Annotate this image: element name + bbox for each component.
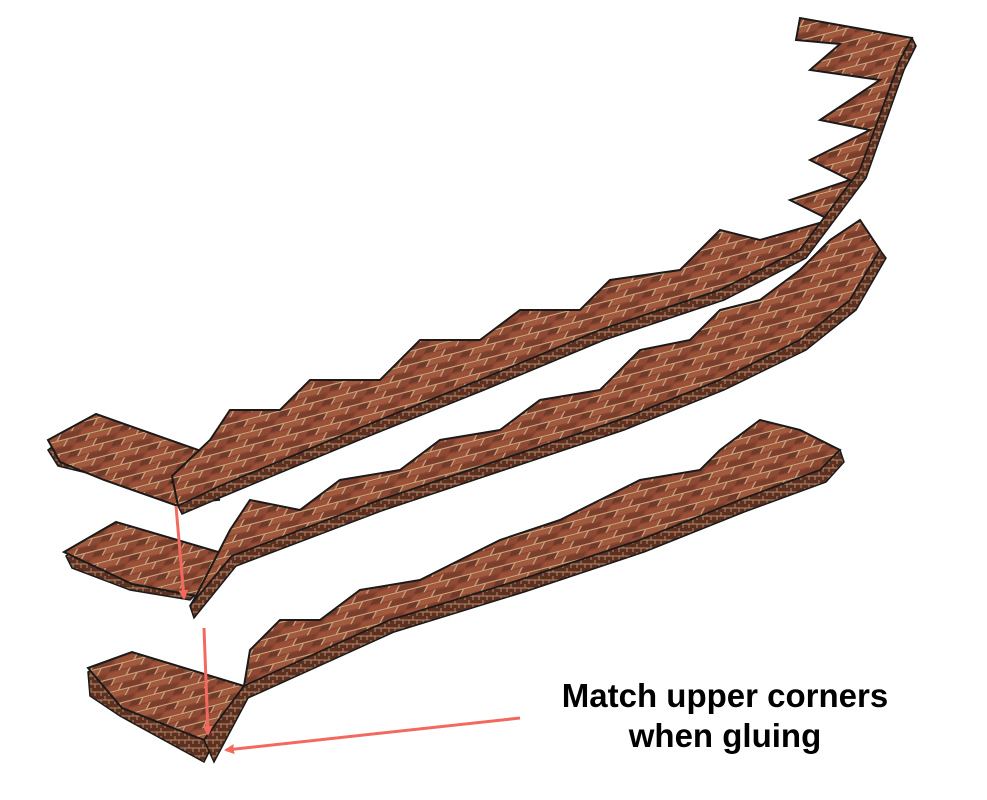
arrow-top-to-middle <box>174 505 189 600</box>
arrow-middle-to-bottom <box>202 627 213 736</box>
top-staircase-layer <box>46 16 917 515</box>
caption-line-2: when gluing <box>628 717 822 754</box>
caption: Match upper corners when gluing <box>520 676 930 756</box>
arrow-from-caption <box>224 716 521 755</box>
caption-line-1: Match upper corners <box>561 677 889 714</box>
alignment-arrows <box>174 505 521 755</box>
middle-staircase-layer <box>61 218 887 620</box>
